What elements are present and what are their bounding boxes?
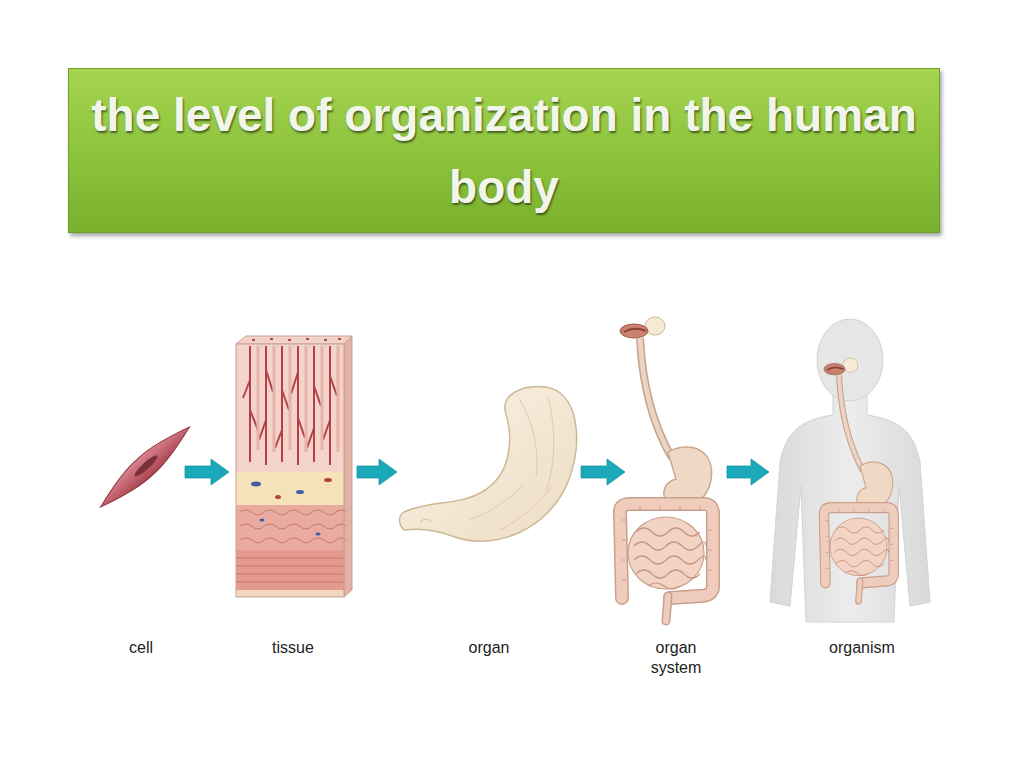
stage-box: tissue — [232, 330, 354, 662]
tissue-block-part — [344, 336, 352, 597]
tissue-block-part — [260, 519, 265, 522]
stage-label-holder: tissue — [232, 638, 354, 658]
title-text: the level of organization in the human b… — [79, 79, 929, 223]
tissue-block-part — [236, 336, 352, 344]
tissue-block-part — [324, 478, 332, 482]
tissue-block-part — [236, 344, 344, 472]
stage-label-holder: organ — [400, 638, 578, 658]
block-arrow — [581, 459, 625, 485]
human-organism — [770, 319, 930, 622]
digestive-organ-system — [620, 317, 713, 621]
muscle-cell-part — [133, 453, 160, 478]
tissue-block-part — [296, 490, 304, 494]
stage-label-holder: organ system — [628, 638, 724, 678]
stomach-organ-part — [400, 387, 577, 542]
tissue-block — [236, 336, 352, 597]
muscle-cell — [93, 419, 197, 516]
stage-box: organ — [400, 380, 578, 662]
tissue-block-part — [236, 558, 344, 582]
block-arrow — [727, 459, 769, 485]
tissue-block-part — [258, 346, 338, 452]
muscle-cell-part — [93, 419, 197, 516]
tissue-block-part — [243, 346, 337, 465]
stage-label: tissue — [272, 638, 314, 658]
stage-label-holder: organism — [772, 638, 952, 658]
tissue-block-part — [252, 339, 341, 340]
digestive-system-use — [824, 358, 894, 601]
tissue-block-part — [240, 510, 346, 543]
stage-label-holder: cell — [100, 638, 182, 658]
tissue-block-part — [236, 344, 344, 597]
tissue-block-part — [251, 482, 261, 487]
stomach-organ-part — [420, 519, 432, 522]
tissue-block-part — [236, 590, 344, 597]
digestive-system-inner — [824, 358, 894, 601]
stage-label: organism — [829, 638, 895, 658]
block-arrow — [185, 459, 229, 485]
tissue-block-part — [236, 550, 344, 590]
digestive-system-use — [620, 317, 713, 621]
stomach-organ-part — [470, 396, 554, 530]
stage-box: organ system — [628, 315, 724, 682]
tissue-block-part — [275, 495, 281, 499]
tissue-block-part — [236, 472, 344, 505]
stage-label: organ — [469, 638, 510, 658]
stage-label: organ system — [644, 638, 708, 678]
stage-box: cell — [100, 420, 182, 662]
title-banner: the level of organization in the human b… — [68, 68, 940, 233]
stage-label: cell — [129, 638, 153, 658]
stomach-organ — [400, 387, 577, 542]
block-arrow — [357, 459, 397, 485]
stage-box: organism — [772, 315, 952, 662]
tissue-block-part — [316, 533, 321, 536]
